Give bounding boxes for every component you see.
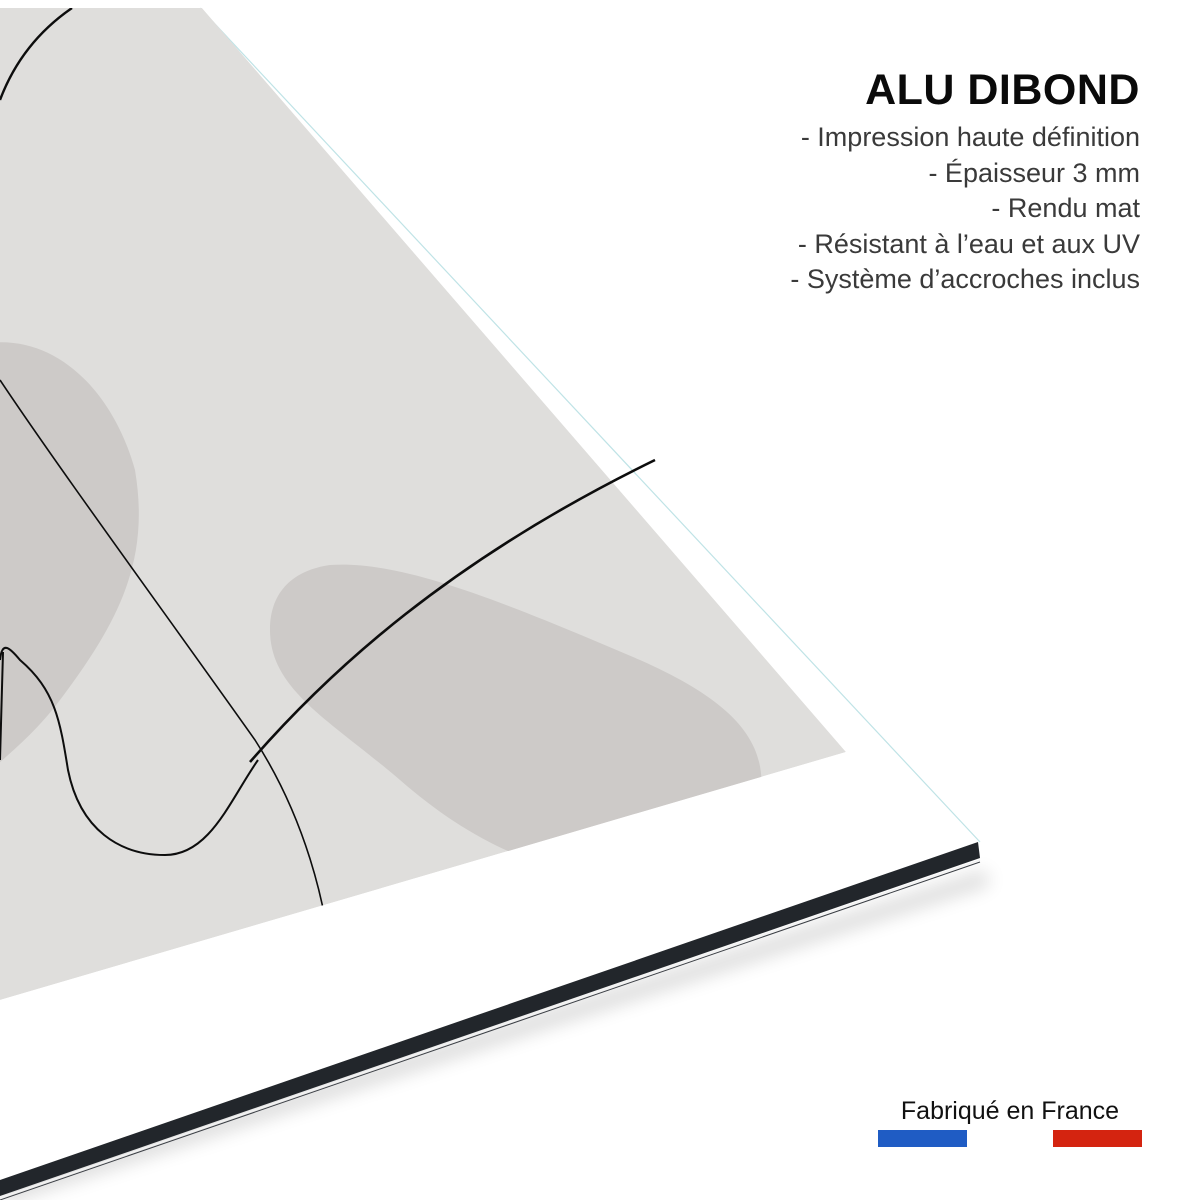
made-in-france-badge: Fabriqué en France (876, 1094, 1144, 1148)
artwork-blob-right (270, 564, 762, 880)
made-in-label: Fabriqué en France (900, 1097, 1120, 1125)
feature-item-thickness: - Épaisseur 3 mm (928, 157, 1140, 188)
feature-item-print: - Impression haute définition (800, 122, 1140, 152)
flag-red-bar (1053, 1130, 1142, 1147)
artwork-line-wave (0, 647, 259, 857)
artwork-line-top-arc (0, 8, 73, 101)
product-title: ALU DIBOND (865, 66, 1140, 114)
panel-edge-highlight (0, 859, 981, 1199)
artwork (0, 8, 846, 1000)
feature-item-resistance: - Résistant à l’eau et aux UV (797, 228, 1140, 259)
panel-edge (0, 842, 980, 1196)
product-info: ALU DIBOND - Impression haute définition… (790, 62, 1140, 298)
french-flag-icon (876, 1130, 1144, 1148)
flag-blue-bar (878, 1130, 967, 1147)
panel-edge-bottom (0, 861, 981, 1200)
artwork-line-sweep (249, 458, 656, 763)
feature-item-finish: - Rendu mat (991, 193, 1140, 223)
artwork-line-diagonal (0, 379, 336, 1000)
artwork-blob-left (0, 342, 139, 790)
panel-shadow (0, 870, 990, 1200)
artwork-line-wave-stem (0, 651, 4, 761)
feature-list: - Impression haute définition - Épaisseu… (790, 120, 1140, 298)
feature-item-hanging: - Système d’accroches inclus (790, 264, 1140, 294)
panel-top-edge (199, 7, 981, 843)
